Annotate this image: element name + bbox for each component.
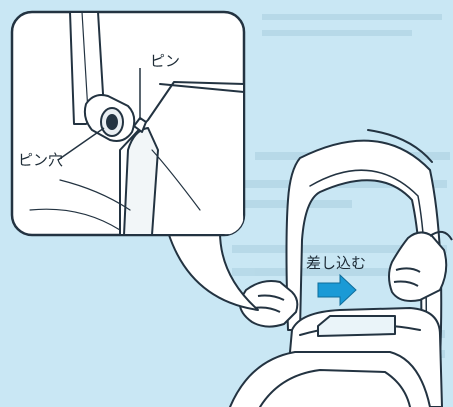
right-hand (389, 232, 452, 301)
bowl-hinge-block (318, 316, 395, 336)
right-arrow-icon (318, 275, 356, 305)
pin-label: ピン (150, 52, 180, 70)
base-post (124, 128, 158, 235)
bowl-front (230, 352, 430, 407)
pin-hole-label: ピン穴 (18, 151, 63, 169)
insert-label: 差し込む (306, 254, 366, 272)
